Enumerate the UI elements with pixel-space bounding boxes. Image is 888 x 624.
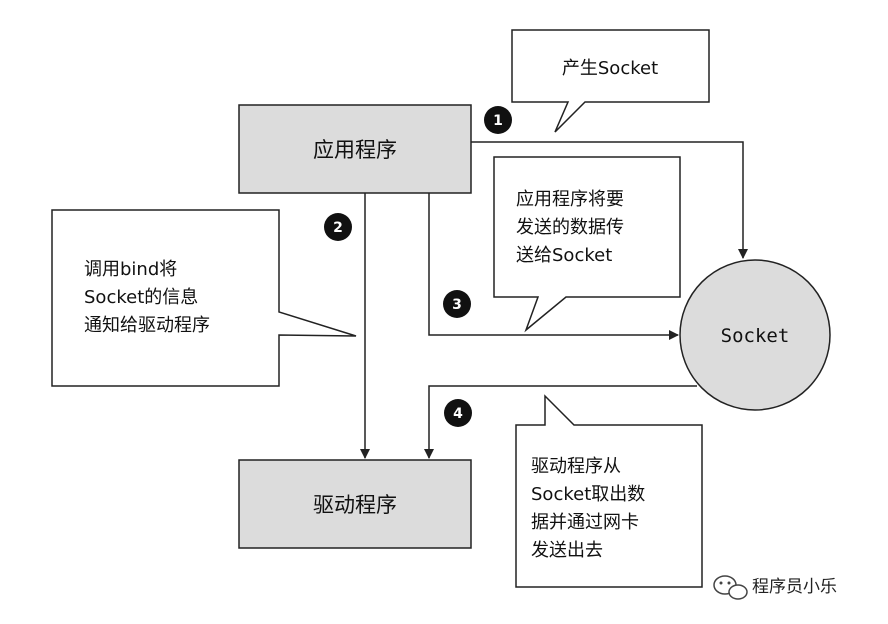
- callout-fetch-line-4: 发送出去: [531, 540, 603, 561]
- callout-bind: 调用bind将 Socket的信息 通知给驱动程序: [51, 209, 357, 387]
- callout-send-line-3: 送给Socket: [516, 245, 612, 266]
- socket-label: Socket: [721, 325, 790, 347]
- app-box-label: 应用程序: [313, 138, 397, 162]
- callout-send-line-2: 发送的数据传: [516, 217, 624, 238]
- callout-bind-line-2: Socket的信息: [84, 287, 198, 308]
- wechat-icon: [713, 575, 748, 600]
- callout-fetch-data: 驱动程序从 Socket取出数 据并通过网卡 发送出去: [515, 394, 703, 588]
- driver-box: 驱动程序: [238, 459, 472, 549]
- driver-box-label: 驱动程序: [313, 493, 397, 517]
- callout-bind-line-1: 调用bind将: [84, 259, 177, 280]
- step-marker-2: 2: [324, 213, 352, 241]
- step-marker-1-label: 1: [493, 113, 503, 129]
- step-marker-4: 4: [444, 399, 472, 427]
- socket-node: Socket: [679, 259, 831, 411]
- watermark: 程序员小乐: [713, 575, 837, 600]
- step-marker-1: 1: [484, 106, 512, 134]
- step-marker-4-label: 4: [453, 406, 463, 422]
- callout-create-line-1: 产生Socket: [562, 58, 658, 79]
- callout-create-socket: 产生Socket: [511, 29, 710, 133]
- arrow-data-to-socket: [428, 193, 679, 340]
- callout-fetch-line-3: 据并通过网卡: [531, 512, 639, 533]
- app-box: 应用程序: [238, 104, 472, 194]
- arrow-app-to-socket: [471, 141, 748, 259]
- callout-bind-line-3: 通知给驱动程序: [84, 315, 210, 336]
- callout-fetch-line-2: Socket取出数: [531, 484, 645, 505]
- callout-send-line-1: 应用程序将要: [516, 189, 624, 210]
- callout-send-data: 应用程序将要 发送的数据传 送给Socket: [493, 156, 681, 333]
- step-marker-3-label: 3: [452, 297, 462, 313]
- step-marker-2-label: 2: [333, 220, 343, 236]
- step-marker-3: 3: [443, 290, 471, 318]
- arrow-socket-to-driver: [424, 385, 697, 459]
- callout-fetch-line-1: 驱动程序从: [531, 456, 621, 477]
- watermark-text: 程序员小乐: [752, 577, 837, 597]
